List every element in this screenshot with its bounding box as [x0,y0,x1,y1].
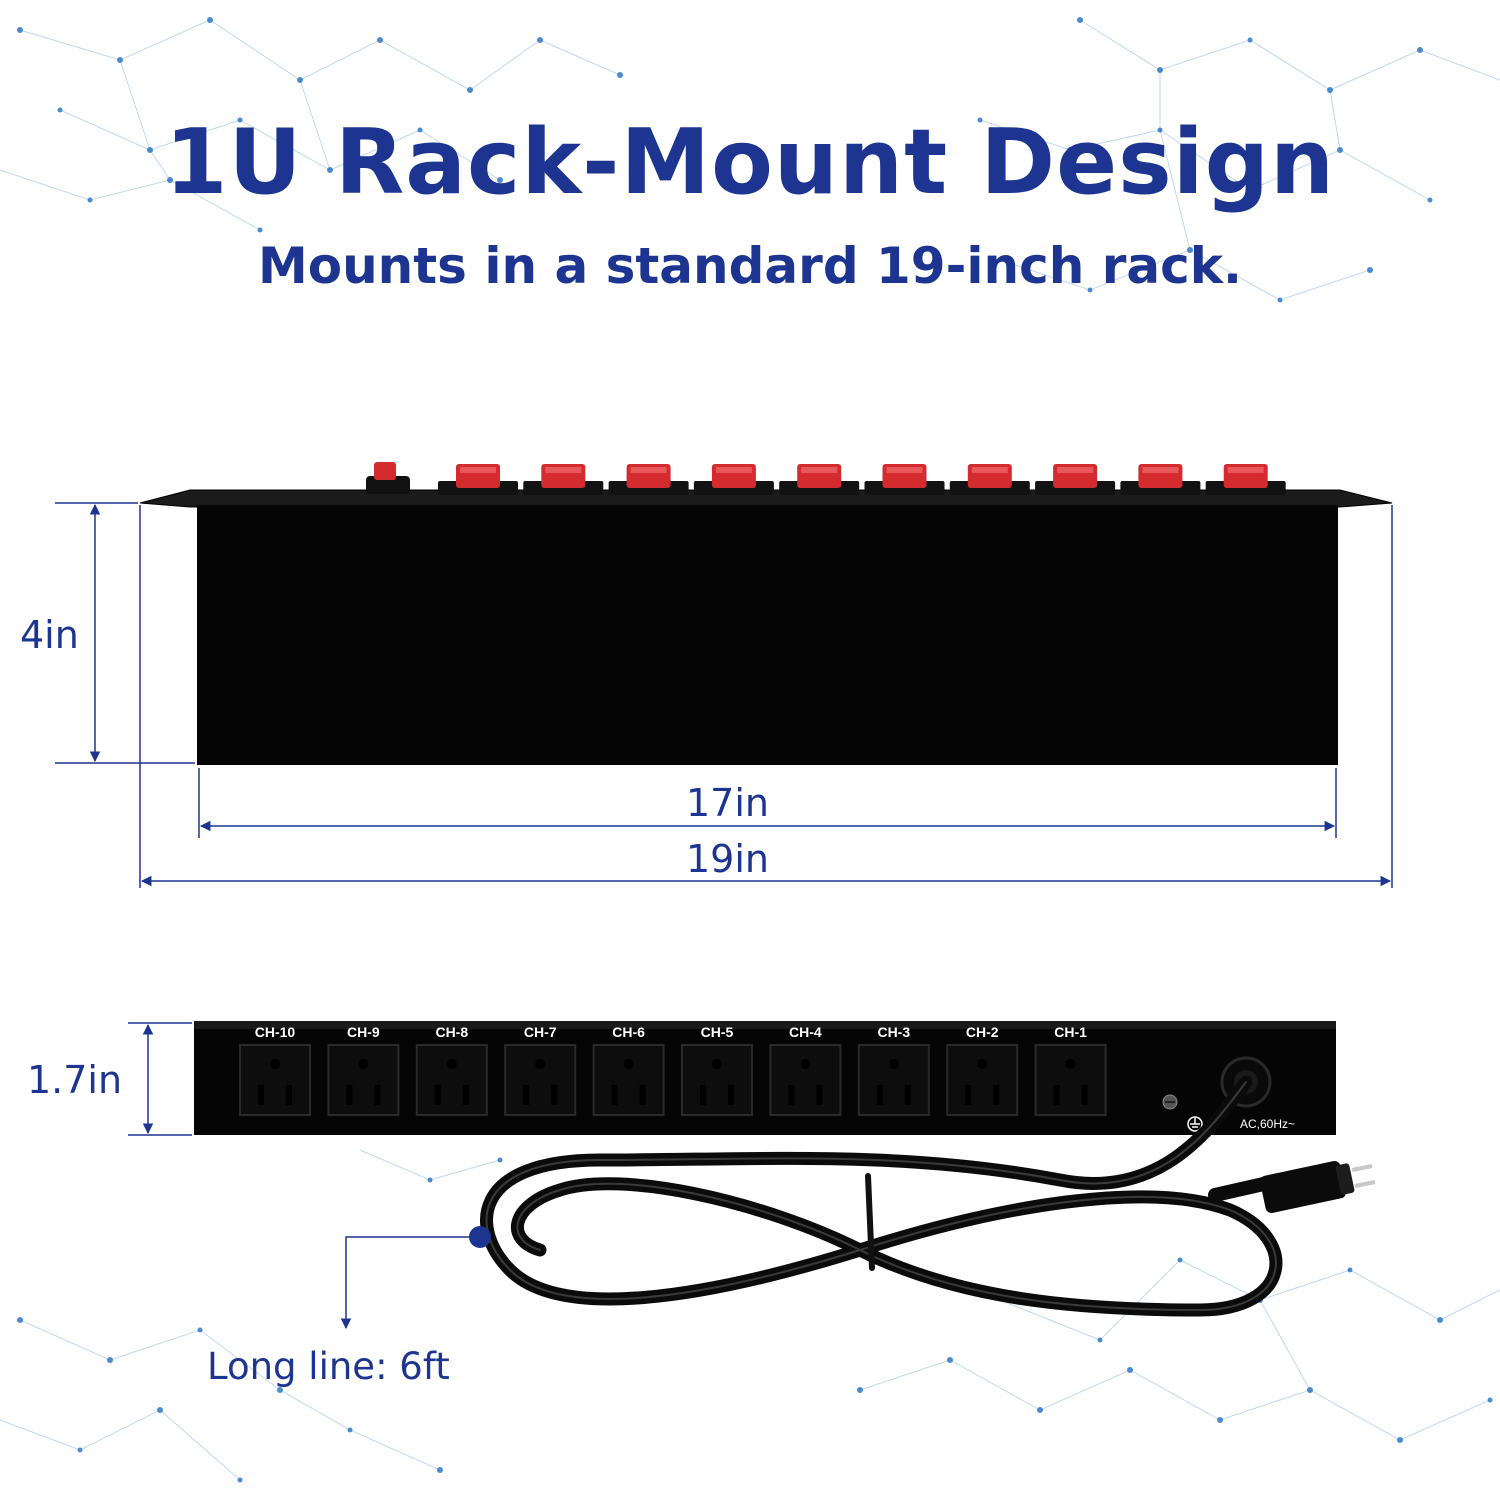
cord-callout [340,1226,491,1330]
dimension-width-total: 19in [686,837,769,881]
outlet [415,1044,488,1116]
dimension-height-front: 4in [20,613,79,657]
rocker-switch [693,464,774,495]
reset-button [366,462,410,494]
channel-label: CH-9 [347,1024,380,1040]
rocker-switch [949,464,1030,495]
channel-label: CH-5 [700,1024,734,1040]
rating-label: AC,60Hz~ [1240,1117,1296,1131]
outlet [857,1044,930,1116]
chassis-body [197,505,1338,765]
outlet [592,1044,665,1116]
outlet [946,1044,1019,1116]
page-title: 1U Rack-Mount Design [164,110,1336,215]
rocker-switch [1120,464,1201,495]
power-cord [480,1075,1283,1317]
rocker-switch [864,464,945,495]
rocker-switch [1205,464,1286,495]
outlet [504,1044,577,1116]
rocker-switch [438,464,518,495]
outlet [769,1044,842,1116]
rocker-switch [608,464,689,495]
channel-label: CH-4 [789,1024,822,1040]
outlet-row [239,1044,1107,1116]
rocker-switches [438,464,1286,495]
plug [1260,1161,1376,1213]
page-subtitle: Mounts in a standard 19-inch rack. [257,237,1243,295]
ground-icon [1187,1116,1203,1132]
rocker-switch [1035,464,1116,495]
channel-label: CH-6 [612,1024,645,1040]
outlet [1034,1044,1107,1116]
front-view-unit [139,462,1393,765]
channel-label: CH-7 [523,1024,557,1040]
dimension-lines-front [55,502,1393,888]
ground-screw [1162,1094,1178,1110]
cord-length-label: Long line: 6ft [207,1345,450,1388]
rocker-switch [779,464,860,495]
rocker-switch [523,464,604,495]
channel-label: CH-8 [435,1024,469,1040]
channel-label: CH-10 [254,1024,296,1040]
channel-label: CH-2 [965,1024,999,1040]
outlet [681,1044,753,1116]
outlet [239,1044,311,1116]
outlet [327,1044,400,1116]
dimension-lines-rear [128,1022,192,1136]
dimension-width-body: 17in [686,781,769,825]
dimension-height-rear: 1.7in [27,1058,123,1102]
channel-label: CH-1 [1054,1024,1087,1040]
channel-label: CH-3 [877,1024,911,1040]
